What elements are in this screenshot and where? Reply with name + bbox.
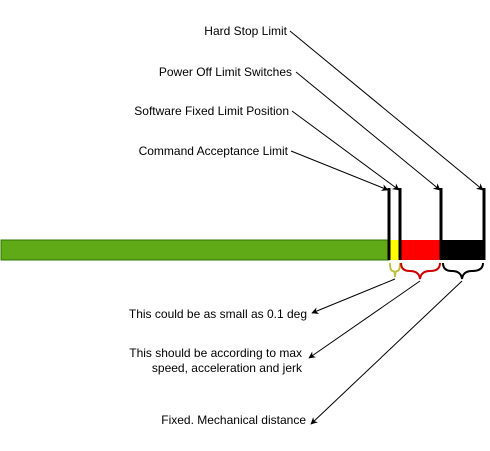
fixed-annotation-leader: [310, 280, 463, 425]
speed-annotation-leader: [308, 280, 421, 359]
power-off-leader: [295, 71, 441, 191]
hard-stop-label: Hard Stop Limit: [204, 24, 287, 38]
fixed-annotation: Fixed. Mechanical distance: [161, 413, 306, 427]
software-fixed-label: Software Fixed Limit Position: [134, 104, 289, 118]
mechanical-brace: [442, 262, 484, 280]
small-annotation: This could be as small as 0.1 deg: [129, 307, 307, 321]
command-acceptance-zone: [389, 240, 400, 260]
speed-annotation-line2: speed, acceleration and jerk: [152, 361, 303, 375]
deceleration-zone: [400, 240, 441, 260]
normal-travel-zone: [0, 239, 390, 261]
small-annotation-leader: [311, 278, 396, 314]
speed-annotation-line1: This should be according to max: [129, 346, 302, 360]
power-off-label: Power Off Limit Switches: [159, 65, 292, 79]
command-acceptance-label: Command Acceptance Limit: [139, 144, 289, 158]
command-acceptance-leader: [290, 150, 389, 191]
software-fixed-leader: [291, 110, 400, 191]
deceleration-brace: [400, 262, 441, 280]
mechanical-zone: [441, 240, 484, 260]
hard-stop-leader: [289, 30, 484, 191]
acceptance-brace: [389, 262, 401, 278]
